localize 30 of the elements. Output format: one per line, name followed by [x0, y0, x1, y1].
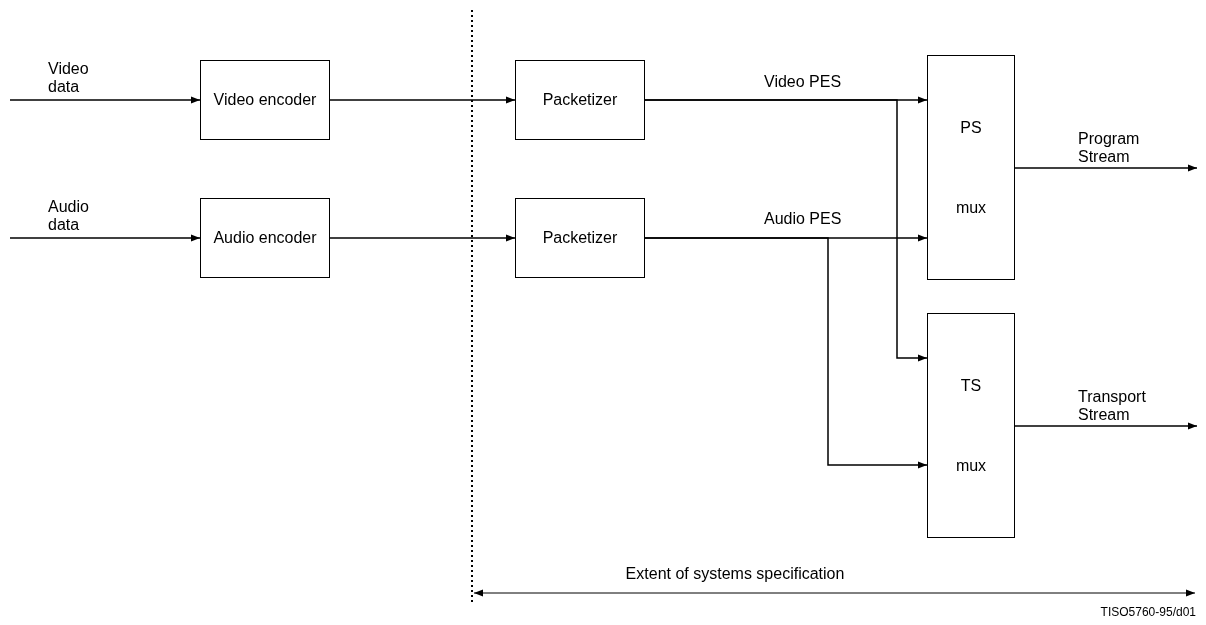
- edge-label: Program Stream: [1078, 130, 1141, 167]
- figure-id: TISO5760-95/d01: [1100, 605, 1196, 619]
- box-label: mux: [955, 456, 987, 476]
- box-label: Video encoder: [213, 90, 317, 110]
- arrow: [9, 234, 201, 242]
- mux-box: [927, 313, 1015, 538]
- arrow: [9, 96, 201, 104]
- edge-label: Audio PES: [764, 210, 843, 229]
- edge-label: Video data: [48, 60, 90, 97]
- arrow: [644, 237, 928, 469]
- box-label: PS: [960, 117, 982, 137]
- box-label: Packetizer: [542, 90, 618, 110]
- arrow: [644, 99, 928, 362]
- edge-label: Transport Stream: [1078, 388, 1147, 425]
- arrow: [1014, 164, 1198, 172]
- process-box: [200, 198, 330, 278]
- arrow: [329, 96, 516, 104]
- arrow: [329, 234, 516, 242]
- box-label: Audio encoder: [213, 228, 317, 248]
- mux-box: [927, 55, 1015, 280]
- process-box: [515, 198, 645, 278]
- process-box: [515, 60, 645, 140]
- box-label: TS: [960, 375, 982, 395]
- box-label: Packetizer: [542, 228, 618, 248]
- edge-label: Video PES: [764, 73, 843, 92]
- dimension-label: Extent of systems specification: [625, 565, 845, 583]
- edge-label: Audio data: [48, 198, 90, 235]
- box-label: mux: [955, 198, 987, 218]
- arrow: [1014, 422, 1198, 430]
- process-box: [200, 60, 330, 140]
